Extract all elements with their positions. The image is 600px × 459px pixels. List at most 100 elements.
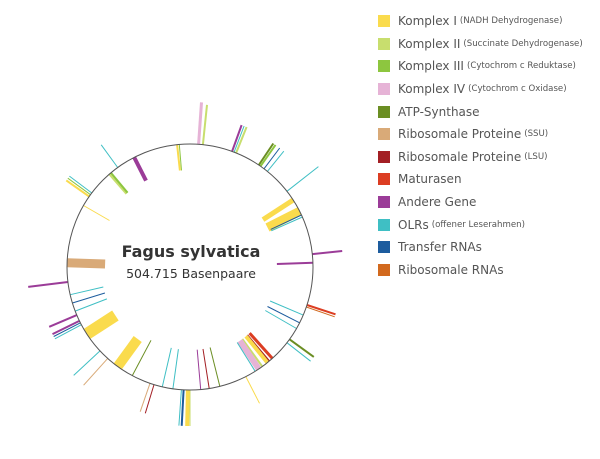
gene-mark-other <box>231 124 243 152</box>
legend-label: ATP-Synthase <box>398 104 480 119</box>
gene-mark-orf <box>286 342 311 362</box>
legend-label: Komplex IV <box>398 82 466 97</box>
legend-note: (NADH Dehydrogenase) <box>459 16 563 27</box>
legend-item-sdh: Komplex II(Succinate Dehydrogenase) <box>378 33 600 56</box>
gene-mark-mat <box>248 332 274 360</box>
legend-swatch-orf <box>378 218 390 231</box>
gene-mark-sdh <box>108 173 128 195</box>
gene-mark-atp <box>209 347 221 387</box>
legend-item-rps: Ribosomale Proteine(SSU) <box>378 123 600 146</box>
gene-mark-atp <box>257 142 275 166</box>
legend-item-mat: Maturasen <box>378 168 600 191</box>
legend-swatch-trna <box>378 241 390 254</box>
genome-size: 504.715 Basenpaare <box>126 266 256 281</box>
gene-mark-nadh <box>83 310 119 340</box>
gene-mark-nadh <box>185 389 190 427</box>
gene-mark-other <box>312 250 343 256</box>
gene-mark-other <box>132 156 148 182</box>
gene-mark-cytb <box>178 144 182 171</box>
gene-mark-cytb <box>67 177 91 196</box>
gene-mark-orf <box>70 286 104 296</box>
legend-item-rrna: Ribosomale RNAs <box>378 259 600 282</box>
legend-swatch-nadh <box>378 15 390 28</box>
gene-mark-rps <box>139 383 151 412</box>
legend-note: (Cytochrom c Reduktase) <box>466 61 576 72</box>
gene-mark-orf <box>286 166 319 192</box>
gene-mark-sdh <box>241 338 264 368</box>
genome-map: Fagus sylvatica 504.715 Basenpaare <box>28 102 343 427</box>
gene-mark-orf <box>75 298 108 312</box>
gene-mark-rps <box>66 258 106 269</box>
legend-label: Transfer RNAs <box>398 240 482 255</box>
legend-label: Ribosomale Proteine <box>398 127 522 142</box>
gene-mark-cox <box>197 102 203 145</box>
gene-mark-nadh <box>113 336 142 370</box>
gene-mark-atp <box>131 340 152 376</box>
gene-mark-orf <box>178 389 182 426</box>
legend-item-rpl: Ribosomale Proteine(LSU) <box>378 146 600 169</box>
legend-label: Komplex II <box>398 36 461 51</box>
legend-swatch-rrna <box>378 263 390 276</box>
gene-mark-rpl <box>202 348 210 389</box>
gene-mark-other <box>52 320 80 335</box>
legend-label: Komplex I <box>398 14 457 29</box>
gene-mark-orf <box>172 349 179 389</box>
gene-mark-trna <box>53 322 81 337</box>
gene-mark-orf <box>69 175 93 194</box>
legend-label: Ribosomale RNAs <box>398 262 504 277</box>
gene-mark-other <box>28 281 69 288</box>
legend-label: OLRs <box>398 217 429 232</box>
legend-item-orf: OLRs(offener Leserahmen) <box>378 213 600 236</box>
legend-swatch-mat <box>378 173 390 186</box>
gene-mark-orf <box>267 150 285 172</box>
gene-mark-cytb <box>259 144 277 167</box>
gene-mark-orf <box>73 350 101 376</box>
gene-mark-rpl <box>144 384 155 414</box>
gene-mark-nadh <box>83 205 110 221</box>
gene-mark-orf <box>100 144 119 168</box>
legend-item-cox: Komplex IV(Cytochrom c Oxidase) <box>378 78 600 101</box>
gene-mark-nadh <box>65 179 90 198</box>
legend-note: (LSU) <box>524 151 548 162</box>
legend-item-cytb: Komplex III(Cytochrom c Reduktase) <box>378 55 600 78</box>
legend-swatch-other <box>378 196 390 209</box>
legend-swatch-atp <box>378 105 390 118</box>
legend-note: (Cytochrom c Oxidase) <box>468 84 567 95</box>
legend-item-atp: ATP-Synthase <box>378 100 600 123</box>
gene-mark-nadh <box>265 207 302 232</box>
legend-item-trna: Transfer RNAs <box>378 236 600 259</box>
legend-label: Ribosomale Proteine <box>398 149 522 164</box>
gene-mark-atp <box>288 338 315 358</box>
gene-mark-mat <box>306 304 336 316</box>
legend-item-nadh: Komplex I(NADH Dehydrogenase) <box>378 10 600 33</box>
gene-mark-nadh <box>176 144 181 171</box>
gene-mark-orf <box>269 300 304 316</box>
legend-label: Andere Gene <box>398 195 477 210</box>
gene-mark-sdh <box>201 104 208 145</box>
gene-mark-rps <box>83 358 109 386</box>
legend-note: (SSU) <box>524 129 549 140</box>
gene-mark-trna <box>267 306 300 324</box>
gene-mark-nadh <box>245 376 260 404</box>
gene-mark-other <box>196 349 202 390</box>
gene-mark-other <box>48 314 78 328</box>
gene-mark-cytb <box>110 172 129 194</box>
genome-ring <box>66 143 314 391</box>
genome-title: Fagus sylvatica <box>122 242 261 261</box>
legend-label: Maturasen <box>398 172 462 187</box>
legend-note: (Succinate Dehydrogenase) <box>463 38 583 49</box>
legend-swatch-rpl <box>378 150 390 163</box>
gene-mark-orf <box>271 216 303 232</box>
gene-mark-trna <box>72 292 106 304</box>
legend-swatch-cytb <box>378 60 390 73</box>
gene-mark-orf <box>236 342 256 372</box>
legend-label: Komplex III <box>398 59 464 74</box>
gene-mark-orf <box>265 310 297 329</box>
gene-mark-nadh <box>261 197 295 222</box>
gene-mark-orf <box>161 347 172 387</box>
gene-mark-sdh <box>235 126 248 154</box>
gene-mark-rrna <box>306 306 335 318</box>
gene-mark-orf <box>54 324 82 340</box>
legend-swatch-cox <box>378 83 390 96</box>
gene-mark-trna <box>263 147 281 170</box>
